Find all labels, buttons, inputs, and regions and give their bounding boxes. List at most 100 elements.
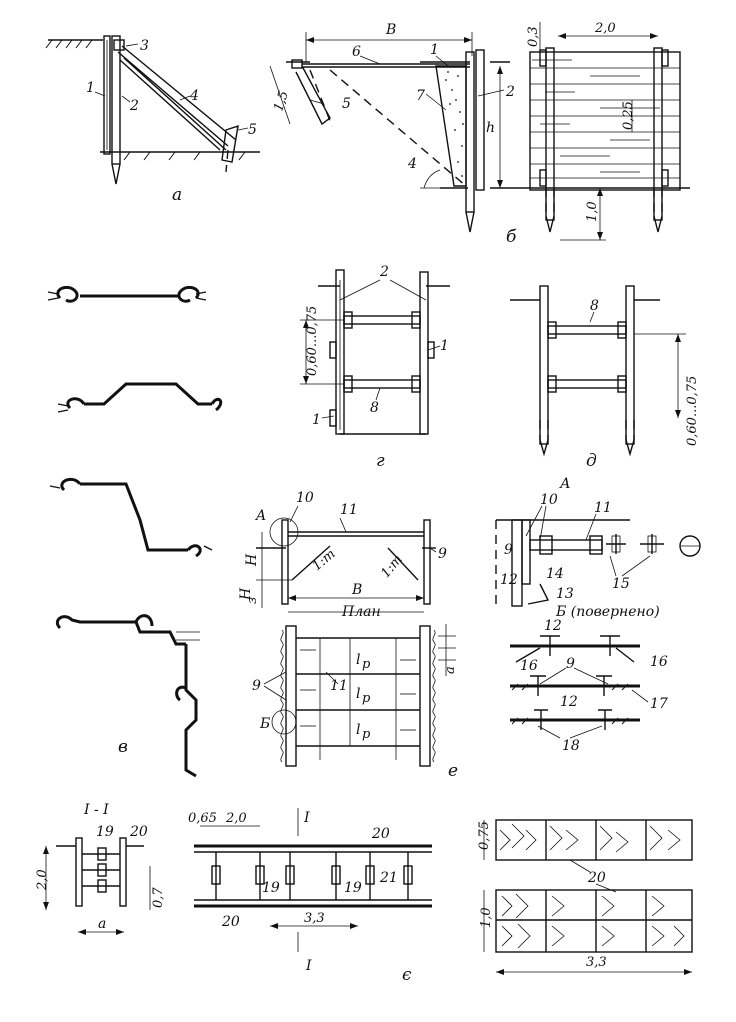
dim-slope: 1,5 <box>271 89 292 113</box>
dim-top-gap: 0,3 <box>526 26 541 47</box>
dim-embed: 1,0 <box>585 201 600 222</box>
figure-g: 0,60...0,75 2 1 1 8 г <box>300 264 450 471</box>
dim-lp-2: l <box>356 686 360 702</box>
section-mark-top: І <box>303 810 310 826</box>
callout-9: 9 <box>252 678 261 694</box>
detail-B: Б (повернено) 12 16 9 16 17 12 18 <box>510 604 668 754</box>
slope-right: 1:m <box>378 552 406 581</box>
dim-row1: 0,75 <box>477 821 492 850</box>
callout-11: 11 <box>330 678 348 694</box>
callout-19: 19 <box>344 880 362 896</box>
callout-2: 2 <box>505 84 515 100</box>
callout-12: 12 <box>544 618 562 634</box>
dim-lp-1-sub: p <box>362 657 371 672</box>
figure-b: B 1,5 h 4 6 1 5 7 <box>269 21 690 247</box>
callout-16: 16 <box>520 658 538 674</box>
figure-caption: є <box>402 965 412 985</box>
callout-6: 6 <box>352 44 361 60</box>
callout-12: 12 <box>500 572 518 588</box>
detail-A: А 10 11 9 12 14 13 15 <box>495 476 701 607</box>
figure-caption: д <box>586 451 597 471</box>
figure-a: 1 2 3 4 5 а <box>45 35 260 205</box>
callout-20: 20 <box>587 870 606 886</box>
callout-1: 1 <box>430 42 439 58</box>
callout-20: 20 <box>371 826 390 842</box>
detail-A-title: А <box>559 476 571 492</box>
plan-view <box>280 625 436 767</box>
callout-9: 9 <box>438 546 447 562</box>
dim-B: B <box>385 22 396 38</box>
dim-board: 0,25 <box>621 101 636 130</box>
callout-20: 20 <box>221 914 240 930</box>
figure-e: 1:m 1:m H H з B A 10 11 9 План <box>238 476 701 781</box>
dim-B: B <box>351 582 362 598</box>
dim-a: a <box>443 666 458 674</box>
callout-20: 20 <box>129 824 148 840</box>
dim-H: H <box>244 553 260 567</box>
figure-ye: І - І 2,0 a 0,7 19 20 0,65 2, <box>35 802 693 985</box>
callout-8: 8 <box>590 298 599 314</box>
dim-total: 3,3 <box>586 955 607 970</box>
callout-7: 7 <box>416 88 425 104</box>
detail-mark-A: A <box>254 508 266 524</box>
callout-5: 5 <box>248 122 257 138</box>
dim-step: 3,3 <box>304 911 325 926</box>
figure-caption: е <box>448 761 458 781</box>
callout-11: 11 <box>594 500 612 516</box>
callout-10: 10 <box>540 492 558 508</box>
callout-2: 2 <box>129 98 139 114</box>
dim-spacing: 0,60...0,75 <box>685 376 700 446</box>
dim-height: 2,0 <box>35 869 50 891</box>
dim-span: 2,0 <box>594 21 616 36</box>
callout-4: 4 <box>407 156 417 172</box>
dim-H3-sub: з <box>245 597 260 604</box>
dim-p: 0,7 <box>151 887 166 908</box>
dim-span: 2,0 <box>225 811 247 826</box>
callout-1: 1 <box>440 338 449 354</box>
dim-row2: 1,0 <box>479 907 494 928</box>
plank-wall-elevation: 2,0 0,3 0,25 1,0 <box>520 21 690 241</box>
callout-2: 2 <box>379 264 389 280</box>
fascine-panels <box>495 819 693 953</box>
dim-H3: H <box>238 587 254 601</box>
section-mark-bottom: І <box>305 958 312 974</box>
callout-11: 11 <box>340 502 358 518</box>
dim-lp-2-sub: p <box>362 691 371 706</box>
callout-18: 18 <box>562 738 580 754</box>
figure-caption: г <box>376 451 385 471</box>
callout-15: 15 <box>612 576 630 592</box>
callout-1: 1 <box>312 412 321 428</box>
callout-14: 14 <box>546 566 564 582</box>
figure-d: 0,60...0,75 8 д <box>510 285 700 471</box>
figure-v: в <box>47 285 223 778</box>
callout-13: 13 <box>556 586 574 602</box>
callout-5: 5 <box>342 96 351 112</box>
callout-9: 9 <box>504 542 513 558</box>
callout-10: 10 <box>296 490 314 506</box>
callout-1: 1 <box>86 80 95 96</box>
callout-21: 21 <box>379 870 398 886</box>
callout-9: 9 <box>566 656 575 672</box>
dim-gap: 0,65 <box>188 811 217 826</box>
callout-3: 3 <box>140 38 149 54</box>
dim-spacing: 0,60...0,75 <box>305 306 320 376</box>
callout-17: 17 <box>650 696 668 712</box>
callout-16: 16 <box>650 654 668 670</box>
dim-lp-3-sub: p <box>362 727 371 742</box>
dim-lp-3: l <box>356 722 360 738</box>
figure-caption: в <box>118 737 128 757</box>
slope-left: 1:m <box>310 547 339 575</box>
callout-19: 19 <box>96 824 114 840</box>
detail-mark-B: Б <box>259 716 270 732</box>
section-title: І - І <box>83 802 109 818</box>
callout-8: 8 <box>370 400 379 416</box>
callout-12: 12 <box>560 694 578 710</box>
detail-B-title: Б (повернено) <box>555 604 660 620</box>
callout-4: 4 <box>189 88 199 104</box>
dim-h: h <box>486 120 495 136</box>
dim-lp-1: l <box>356 652 360 668</box>
figure-caption: а <box>172 185 182 205</box>
dim-a: a <box>98 916 106 932</box>
callout-19: 19 <box>262 880 280 896</box>
